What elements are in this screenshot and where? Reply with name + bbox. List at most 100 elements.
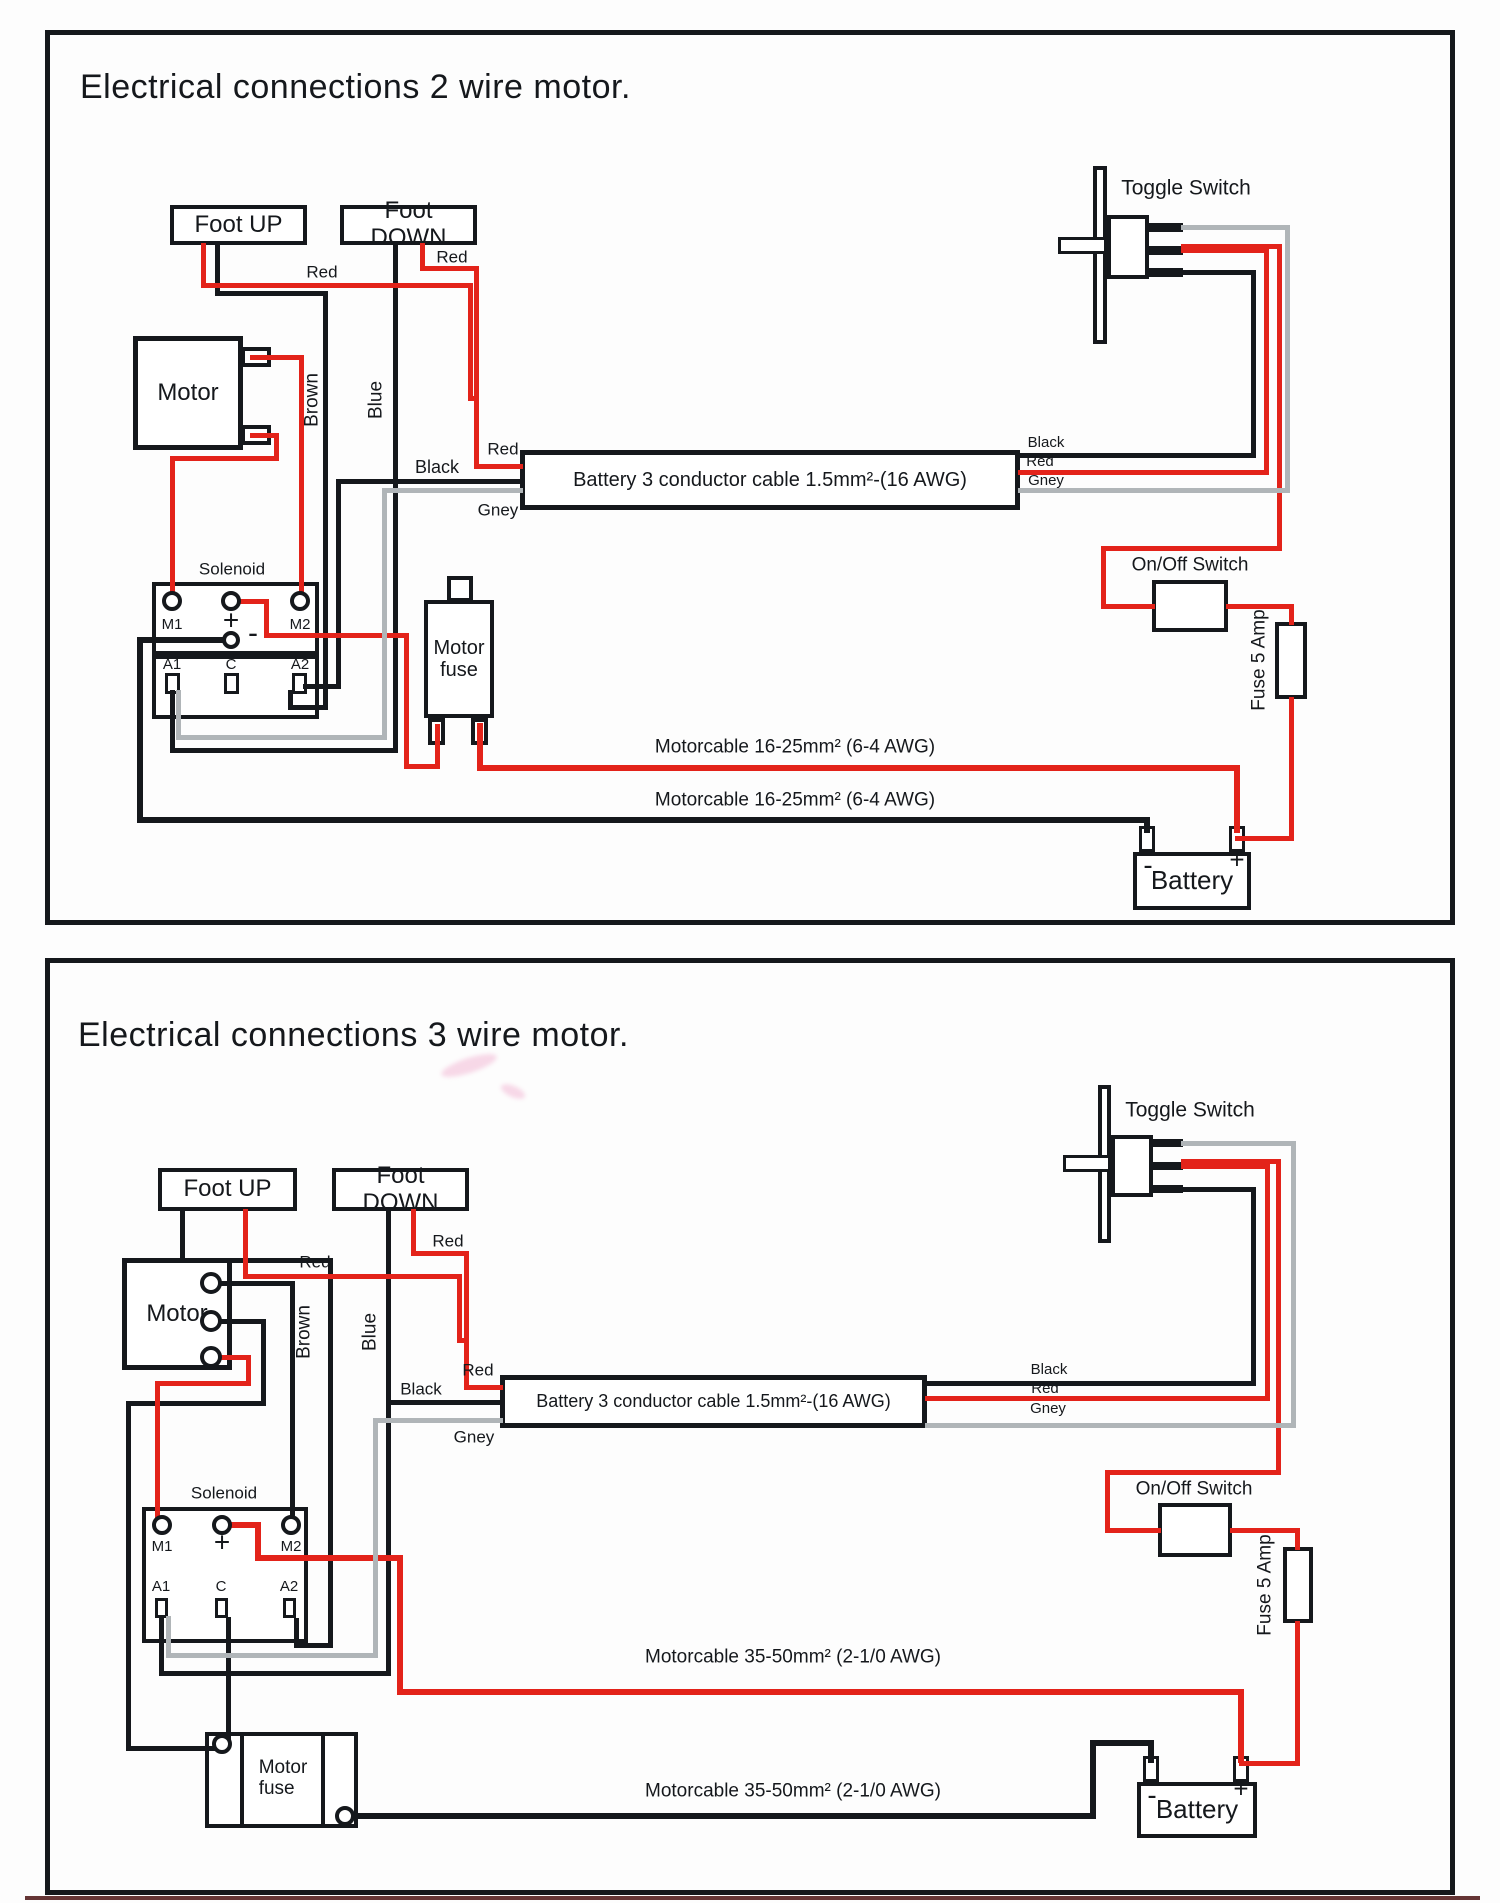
- wire-red-footdown-cable: [410, 1208, 416, 1256]
- wire-red-plus-battery: [227, 1522, 261, 1528]
- wire-grey-cable-toggle: [1290, 1140, 1296, 1428]
- wire-grey-a1-cable: [175, 734, 387, 740]
- solenoid-m2-terminal: [290, 591, 310, 611]
- wire-grey-a1-cable: [381, 487, 523, 493]
- wire-black-footdown-a1: [392, 242, 398, 753]
- wire-red-footup: [467, 395, 479, 401]
- wire-black-footup-a2: [322, 290, 328, 710]
- wire-grey-a1-cable: [165, 1615, 171, 1658]
- wire-grey-a1-cable: [165, 1652, 378, 1658]
- wire-black-footup-a2: [287, 689, 293, 710]
- battery-box: Battery: [1137, 1782, 1257, 1838]
- wire-black-minus-to-battery: [137, 637, 228, 643]
- toggle-lever: [1058, 237, 1107, 254]
- wire-black-footup-a2: [179, 1257, 333, 1263]
- wire-red-footdown-cable: [463, 1250, 469, 1390]
- wire-label-red-footup: Red: [306, 262, 338, 282]
- wire-black-footup-a2: [327, 1257, 333, 1648]
- brown-wire-label: Brown: [301, 373, 323, 427]
- wire-red-toggle-onoff: [1180, 1158, 1281, 1164]
- wire-black-motor-m2: [289, 1280, 295, 1519]
- toggle-body: [1107, 215, 1149, 279]
- wire-red-plus-motorfuse: [403, 632, 409, 769]
- wire-red-motor-m1: [249, 432, 279, 438]
- wire-black-minus-to-battery: [1144, 817, 1150, 833]
- wire-label-black-cable-right: Black: [1030, 1360, 1068, 1378]
- toggle-pin-bottom: [1149, 268, 1183, 277]
- wire-grey-cable-toggle: [924, 1422, 1296, 1428]
- wire-red-footup: [200, 242, 206, 288]
- wire-red-toggle-onoff: [1104, 1469, 1110, 1533]
- wire-red-toggle-onoff: [1276, 243, 1282, 551]
- toggle-switch-label: Toggle Switch: [1121, 176, 1251, 200]
- wire-label-red-cable-right: Red: [1031, 1379, 1059, 1397]
- wire-black-motor-fusein: [125, 1745, 216, 1751]
- on-off-switch-box: [1152, 580, 1228, 632]
- wire-red-cable-toggle: [1264, 1163, 1270, 1401]
- toggle-pin-top: [1149, 223, 1183, 232]
- foot-down-box: Foot DOWN: [340, 197, 477, 251]
- toggle-pin-middle: [1153, 1162, 1183, 1170]
- wire-black-cable-a2: [335, 478, 341, 689]
- fuse-5amp-label: Fuse 5 Amp: [1248, 609, 1270, 711]
- m2-label: M2: [280, 1537, 302, 1555]
- wire-red-motor-m2: [298, 354, 304, 595]
- wire-black-footup-a2: [179, 1208, 185, 1263]
- wire-red-motor-m1: [169, 455, 279, 461]
- c-label: C: [225, 655, 237, 673]
- wire-red-plus-motorfuse: [434, 723, 440, 769]
- wire-black-motor-fusein: [260, 1318, 266, 1406]
- wire-red-footup: [242, 1208, 248, 1279]
- wire-black-footup-a2: [214, 290, 328, 296]
- wire-label-red-footdown: Red: [432, 1231, 464, 1251]
- wire-label-gney-cable-right: Gney: [1028, 471, 1064, 489]
- diagram-title-2wire: Electrical connections 2 wire motor.: [80, 68, 631, 106]
- wire-red-cable-toggle: [1017, 469, 1269, 475]
- wire-black-cable-toggle: [1017, 452, 1256, 458]
- wire-red-motorfuse-battery: [477, 723, 483, 771]
- wire-label-gney-cable-right: Gney: [1030, 1399, 1066, 1417]
- wire-red-plus-battery: [255, 1555, 403, 1561]
- wire-red-fuse-battery: [1294, 1620, 1300, 1766]
- toggle-pin-middle: [1149, 246, 1183, 255]
- wire-red-footdown-cable: [463, 1384, 503, 1390]
- wire-red-toggle-onoff: [1100, 545, 1106, 609]
- wire-red-cable-toggle: [924, 1395, 1270, 1401]
- on-off-switch-box: [1158, 1503, 1232, 1557]
- wire-black-cable-toggle: [1180, 269, 1256, 275]
- wire-grey-a1-cable: [381, 487, 387, 740]
- wire-label-black-cable-left: Black: [414, 457, 460, 478]
- m1-label: M1: [151, 1537, 173, 1555]
- solenoid-plus-terminal: [221, 591, 241, 611]
- wire-grey-a1-cable: [175, 689, 181, 740]
- wire-black-footup-a2: [214, 242, 220, 296]
- blue-wire-label: Blue: [359, 1312, 381, 1352]
- wire-red-fuse-battery: [1238, 1760, 1300, 1766]
- solenoid-label: Solenoid: [190, 1483, 258, 1503]
- wire-red-cable-toggle: [1180, 247, 1269, 253]
- wire-red-plus-battery: [397, 1555, 403, 1695]
- wire-black-footdown-a1: [169, 747, 398, 753]
- battery-plus-label: +: [1229, 844, 1245, 875]
- wire-label-red-footdown: Red: [436, 247, 468, 267]
- on-off-switch-label: On/Off Switch: [1135, 1478, 1253, 1500]
- wire-black-blue-cable-branch: [385, 1399, 503, 1405]
- foot-up-box: Foot UP: [158, 1168, 297, 1211]
- motorcable-label-1: Motorcable 16-25mm² (6-4 AWG): [654, 736, 936, 758]
- wire-grey-cable-toggle: [1180, 1140, 1296, 1146]
- wire-red-plus-motorfuse: [263, 598, 269, 638]
- wire-black-motor-fusein: [217, 1318, 266, 1324]
- terminal-c: [224, 673, 239, 694]
- battery-cable-box: Battery 3 conductor cable 1.5mm²-(16 AWG…: [520, 450, 1020, 510]
- fuse-5amp-label: Fuse 5 Amp: [1254, 1534, 1276, 1636]
- wire-black-cable-a2: [335, 478, 523, 484]
- motor-terminal-3: [200, 1346, 222, 1368]
- terminal-c: [215, 1598, 228, 1618]
- wire-red-footdown-cable: [473, 265, 479, 469]
- motor-fuse-divider-left: [240, 1732, 244, 1828]
- wire-label-red-cable-right: Red: [1026, 452, 1054, 470]
- solenoid-minus-terminal: [222, 631, 240, 649]
- wire-red-toggle-onoff: [1104, 1469, 1281, 1475]
- wire-black-c-fusein: [225, 1616, 231, 1743]
- fuse-5amp-box: [1275, 622, 1307, 699]
